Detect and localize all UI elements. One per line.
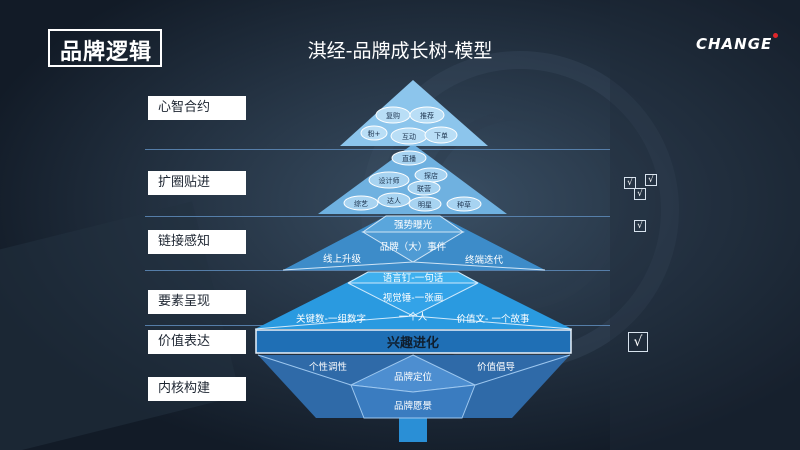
brand-logo-text: CHANGE bbox=[696, 35, 773, 53]
band-text: 兴趣进化 bbox=[387, 335, 439, 351]
bubble-text: 设计师 bbox=[379, 176, 400, 185]
level-label-6: 内核构建 bbox=[148, 377, 246, 401]
check-mark: √ bbox=[628, 332, 648, 352]
bubble-text: 探店 bbox=[424, 171, 438, 180]
bubble bbox=[409, 106, 445, 124]
bubble-text: 种草 bbox=[457, 200, 471, 209]
tier-link-center bbox=[361, 231, 465, 263]
tier-band bbox=[255, 329, 572, 354]
tier-text: 个性调性 bbox=[309, 361, 348, 373]
bubble-text: 复购 bbox=[386, 111, 400, 120]
brand-logo: CHANGE bbox=[696, 33, 779, 53]
bubble bbox=[377, 192, 411, 208]
bubble-text: 直播 bbox=[402, 154, 416, 163]
tier-text: 强势曝光 bbox=[394, 219, 433, 231]
level-label-2: 扩圈贴进 bbox=[148, 171, 246, 195]
level-label-3: 链接感知 bbox=[148, 230, 246, 254]
tier-core-bottom bbox=[350, 384, 476, 419]
tier-text: 语言钉-一句话 bbox=[383, 272, 444, 284]
tier-text: 价值倡导 bbox=[477, 361, 515, 373]
bubble-text: 粉+ bbox=[368, 129, 381, 138]
section-badge: 品牌逻辑 bbox=[48, 29, 162, 67]
tier-text: 价值文- 一个故事 bbox=[457, 313, 530, 325]
bubble bbox=[343, 195, 379, 211]
bubble bbox=[407, 180, 441, 196]
bubble-text: 达人 bbox=[387, 196, 401, 205]
level-label-5: 价值表达 bbox=[148, 330, 246, 354]
tier-text: 品牌愿景 bbox=[394, 400, 432, 412]
page-title: 淇经-品牌成长树-模型 bbox=[307, 40, 493, 62]
level-divider bbox=[145, 149, 610, 150]
tier-text: 线上升级 bbox=[323, 253, 362, 265]
section-badge-text: 品牌逻辑 bbox=[60, 40, 153, 65]
check-mark: √ bbox=[634, 220, 646, 232]
bubble bbox=[446, 196, 482, 212]
level-label-4: 要素呈现 bbox=[148, 290, 246, 314]
bubble-text: 联营 bbox=[417, 184, 431, 193]
bubble bbox=[391, 150, 427, 166]
bubble bbox=[408, 196, 442, 212]
bubble-text: 互动 bbox=[402, 132, 416, 141]
tier-text: 终端迭代 bbox=[465, 254, 504, 266]
bubble-text: 明星 bbox=[418, 201, 432, 209]
check-mark: √ bbox=[624, 177, 636, 189]
tier-elements-center bbox=[347, 282, 479, 317]
check-mark: √ bbox=[645, 174, 657, 186]
tier-text: 一个人 bbox=[399, 312, 428, 323]
bubble bbox=[424, 126, 458, 144]
tier-text: 品牌定位 bbox=[394, 371, 433, 383]
bubble-text: 推荐 bbox=[420, 111, 434, 120]
bubble-text: 下单 bbox=[434, 131, 448, 140]
bubble bbox=[368, 171, 410, 189]
level-divider bbox=[145, 216, 610, 217]
bubble bbox=[360, 125, 388, 141]
tier-text: 品牌（大）事件 bbox=[380, 241, 447, 253]
second-bubbles bbox=[343, 150, 482, 212]
bubble-text: 综艺 bbox=[354, 199, 368, 208]
level-label-1: 心智合约 bbox=[148, 96, 246, 120]
tier-text: 视觉锤-一张画 bbox=[383, 292, 443, 304]
top-bubbles bbox=[360, 106, 458, 145]
tier-text: 关键数-一组数字 bbox=[296, 313, 366, 325]
level-divider bbox=[145, 270, 610, 271]
tree-trunk bbox=[399, 418, 427, 442]
check-mark: √ bbox=[634, 188, 646, 200]
brand-dot bbox=[773, 33, 779, 38]
